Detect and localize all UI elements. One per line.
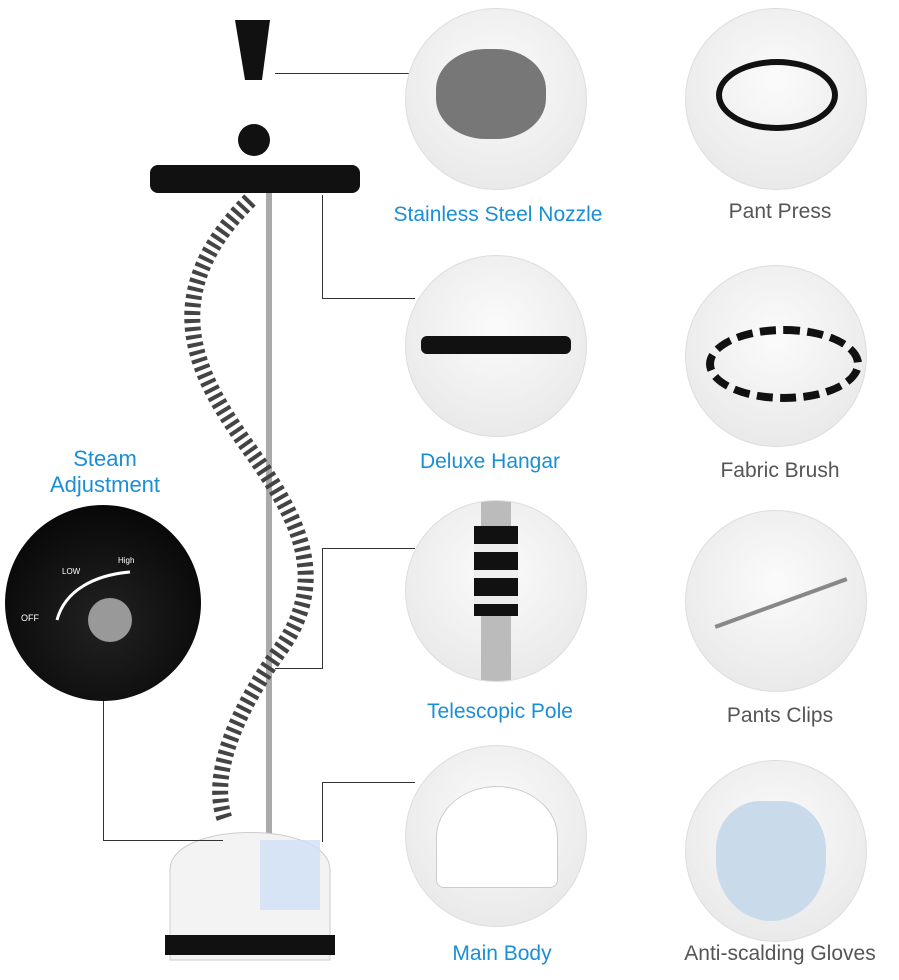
pant-press-label: Pant Press [728, 200, 832, 223]
dial-knob [88, 598, 132, 642]
hangar-label: Deluxe Hangar [419, 450, 561, 473]
fabric-brush-image [685, 265, 867, 447]
garment-steamer-illustration [150, 20, 360, 961]
fabric-brush-label: Fabric Brush [720, 459, 840, 482]
pole-label: Telescopic Pole [427, 700, 573, 723]
dial-low-label: LOW [62, 567, 81, 576]
steam-head [235, 20, 270, 80]
hanger [150, 165, 360, 193]
telescopic-pole [266, 180, 272, 840]
steam-dial: OFF LOW High [5, 505, 201, 701]
steam-hose [184, 194, 314, 823]
pants-clips-label: Pants Clips [726, 704, 834, 727]
gloves-image [685, 760, 867, 942]
steam-title-line2: Adjustment [49, 472, 161, 497]
dial-high-label: High [118, 556, 135, 565]
pant-press-image [685, 8, 867, 190]
main-body-label: Main Body [452, 942, 552, 965]
steam-title-line1: Steam [73, 446, 137, 471]
main-body-image [405, 745, 587, 927]
nozzle-image [405, 8, 587, 190]
pole-image [405, 500, 587, 682]
dial-off-label: OFF [21, 613, 39, 623]
pants-clips-image [685, 510, 867, 692]
hangar-image [405, 255, 587, 437]
nozzle-label: Stainless Steel Nozzle [393, 203, 603, 226]
gloves-label: Anti-scalding Gloves [684, 942, 876, 965]
